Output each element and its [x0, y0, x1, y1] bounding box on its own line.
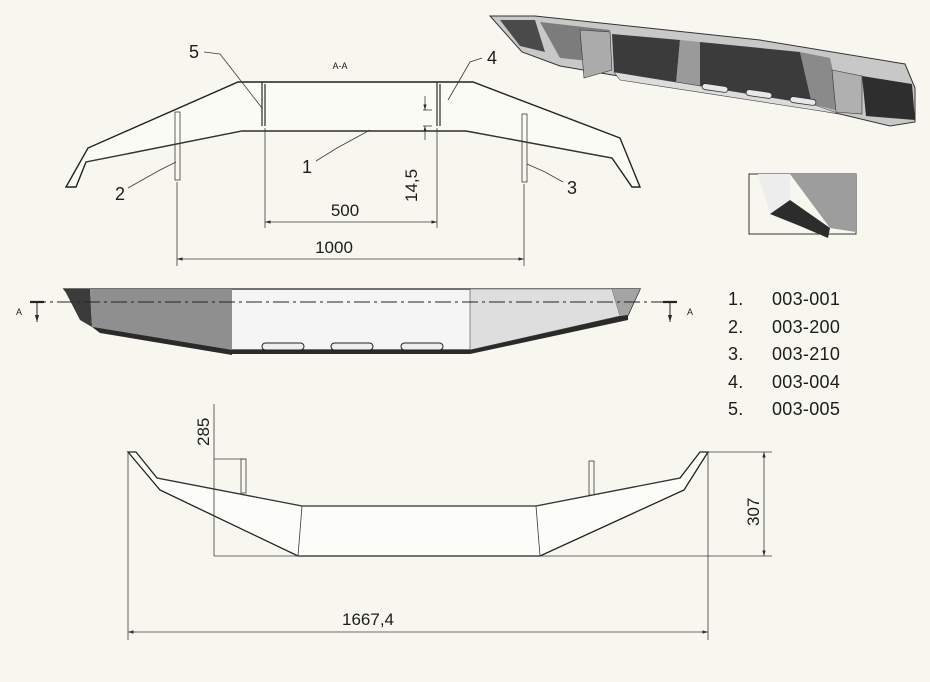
part-index: 3. — [728, 344, 744, 365]
rear-body — [126, 451, 710, 557]
part-code: 003-001 — [772, 289, 841, 310]
callout-3: 3 — [567, 178, 577, 198]
front-view: A A — [16, 288, 693, 355]
section-outline — [64, 81, 642, 188]
iso-bracket-right — [831, 69, 863, 115]
front-face-right — [469, 288, 621, 351]
callout-1: 1 — [302, 157, 312, 177]
iso-slot-3 — [789, 96, 817, 106]
callout-4: 4 — [487, 48, 497, 68]
iso-divider — [676, 40, 700, 90]
iso-cavity-1 — [612, 34, 680, 84]
part-index: 4. — [728, 371, 744, 392]
rear-inner-line — [156, 477, 681, 507]
leader-4 — [447, 57, 483, 101]
front-lower-edge-right — [470, 315, 628, 354]
iso-end-left — [500, 20, 545, 52]
section-view-a-a: A-A 500 1000 14,5 1 2 3 4 — [64, 42, 642, 266]
isometric-view — [488, 15, 916, 127]
parts-list-item: 5. 003-005 — [728, 396, 840, 424]
rear-fold-left — [297, 505, 303, 557]
part-code: 003-210 — [772, 344, 841, 365]
part-index: 1. — [728, 289, 744, 310]
front-end-left-dark — [64, 289, 92, 327]
dim-500-text: 500 — [331, 201, 359, 220]
front-lower-edge-center — [232, 350, 470, 354]
mount-3 — [521, 113, 528, 183]
rear-fold-right — [535, 505, 541, 557]
iso-bracket-left — [579, 29, 613, 79]
front-face-left — [90, 289, 232, 350]
parts-list-item: 3. 003-210 — [728, 341, 840, 369]
parts-list-item: 4. 003-004 — [728, 369, 840, 397]
rear-mount-left — [240, 458, 247, 494]
part-index: 5. — [728, 399, 744, 420]
part-index: 2. — [728, 316, 744, 337]
front-slot-2 — [330, 342, 374, 351]
dim-1000-text: 1000 — [315, 238, 353, 257]
part-code: 003-004 — [772, 371, 841, 392]
part-code: 003-200 — [772, 316, 841, 337]
leader-2 — [127, 161, 177, 189]
leader-5 — [203, 51, 263, 109]
iso-panel-right — [800, 52, 842, 112]
section-inner-line — [85, 130, 613, 163]
rear-view: 285 307 1667,4 — [126, 404, 772, 640]
front-slot-1 — [261, 342, 305, 351]
front-lower-edge-left — [92, 327, 232, 355]
iso-slot-1 — [701, 83, 729, 93]
dim-285-text: 285 — [194, 418, 213, 446]
iso-end-right — [862, 76, 915, 120]
iso-slot-2 — [745, 89, 773, 99]
parts-list-item: 1. 003-001 — [728, 286, 840, 314]
section-marker-right: A — [687, 307, 693, 317]
parts-list: 1. 003-001 2. 003-200 3. 003-210 4. 003-… — [728, 286, 840, 424]
dim-307-text: 307 — [744, 498, 763, 526]
callout-5: 5 — [189, 42, 199, 62]
rear-mount-right — [588, 460, 595, 496]
dim-1667-text: 1667,4 — [342, 610, 394, 629]
dim-14-text: 14,5 — [402, 169, 421, 202]
section-title: A-A — [332, 61, 347, 71]
detail-view — [748, 173, 857, 238]
leader-1 — [315, 129, 371, 162]
parts-list-item: 2. 003-200 — [728, 314, 840, 342]
section-marker-left: A — [16, 307, 22, 317]
part-code: 003-005 — [772, 399, 841, 420]
detail-face-mid — [790, 174, 856, 232]
detail-face-light — [758, 174, 790, 214]
leader-3 — [526, 163, 564, 183]
detail-face-dark — [770, 200, 830, 238]
front-slot-3 — [400, 342, 444, 351]
callout-2: 2 — [115, 184, 125, 204]
mount-2 — [174, 111, 181, 181]
